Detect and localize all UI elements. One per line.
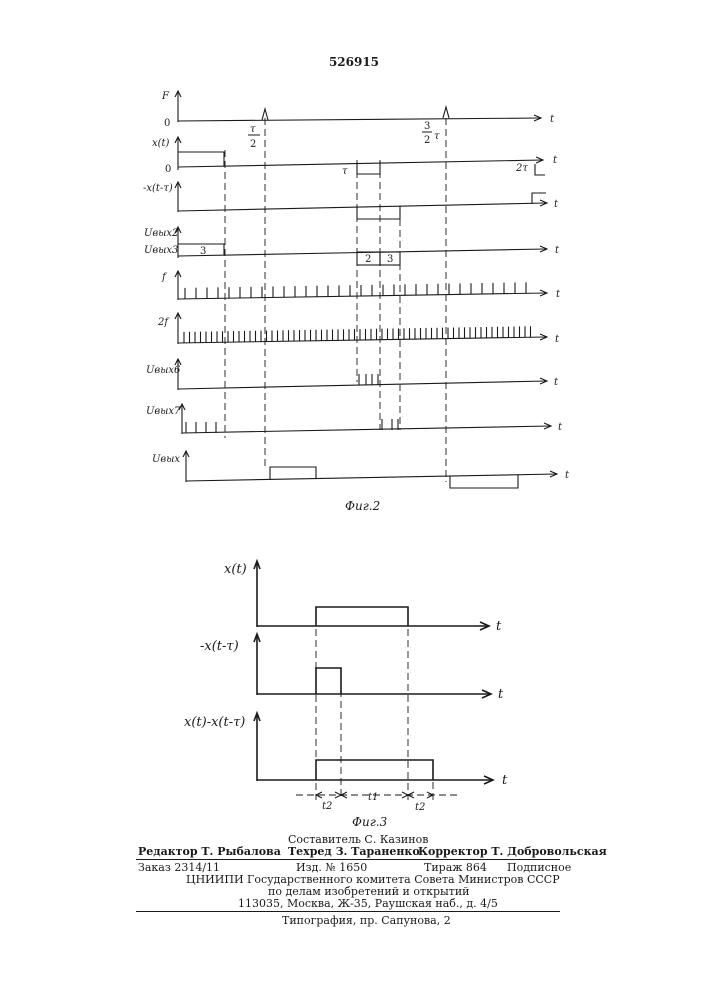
label-t: t xyxy=(554,199,559,210)
label-t: t xyxy=(558,422,563,433)
marker-two-tau: 2τ xyxy=(515,163,528,174)
label-neg-x-shift: -x(t-τ) xyxy=(143,183,173,194)
row-u-out7: Uвых7 t xyxy=(146,404,563,434)
marker-three-half-num: 3 xyxy=(424,121,430,132)
footer-address: 113035, Москва, Ж-35, Раушская наб., д. … xyxy=(238,897,498,910)
marker-tau-half-den: 2 xyxy=(250,139,256,150)
footer-corrector: Корректор Т. Добровольская xyxy=(418,845,607,858)
signal-waveform xyxy=(316,607,408,626)
footer-techred: Техред З. Тараненко xyxy=(288,845,420,858)
signal-waveform xyxy=(535,164,545,175)
label-t: t xyxy=(556,289,561,300)
label-u-out7: Uвых7 xyxy=(146,406,181,417)
label-t: t xyxy=(550,114,555,125)
marker-three-half-tau: τ xyxy=(434,131,440,142)
label-t: t xyxy=(555,245,560,256)
footer-editor: Редактор Т. Рыбалова xyxy=(138,845,281,858)
axis-t xyxy=(178,293,546,299)
label-u-out: Uвых xyxy=(152,454,180,465)
patent-number: 526915 xyxy=(329,55,379,69)
label-t: t xyxy=(498,687,504,702)
label-x-t: x(t) xyxy=(152,138,170,149)
label-f: f xyxy=(161,272,168,283)
axis-t xyxy=(178,381,546,389)
segment-label: 3 xyxy=(200,246,206,257)
label-t: t xyxy=(555,334,560,345)
axis-t xyxy=(178,160,542,167)
marker-tau: τ xyxy=(342,166,348,177)
label-2f: 2f xyxy=(157,317,170,328)
row-x-t: x(t) 0 τ 2τ t xyxy=(152,137,558,177)
label-zero: 0 xyxy=(165,164,171,175)
label-t: t xyxy=(496,619,502,634)
fig2-caption: Фиг.2 xyxy=(345,499,380,513)
fig3-caption: Фиг.3 xyxy=(352,815,388,829)
row-F: F 0 t τ 2 3 2 τ xyxy=(161,91,555,150)
marker-three-half-den: 2 xyxy=(424,135,430,146)
fig2-guide-lines xyxy=(225,118,446,482)
row-u-out: Uвых t xyxy=(152,451,570,488)
label-u-out2: Uвых2 xyxy=(144,228,178,239)
signal-waveform xyxy=(316,668,341,694)
label-x-t: x(t) xyxy=(224,562,247,577)
axis-t xyxy=(186,474,556,481)
footer-printer: Типография, пр. Сапунова, 2 xyxy=(282,914,451,927)
label-u-out6: Uвых6 xyxy=(146,365,181,376)
marker-tau-half-num: τ xyxy=(250,124,256,135)
label-t: t xyxy=(565,470,570,481)
fig3-dimensions: t2 t1 t2 xyxy=(296,792,460,813)
signal-waveform xyxy=(450,475,518,488)
label-zero: 0 xyxy=(164,118,170,129)
row-u-out2-3: Uвых2 Uвых3 3 2 3 t xyxy=(144,227,560,265)
row-f: f t xyxy=(161,271,561,300)
fig3-row-neg-x-shift: -x(t-τ) t xyxy=(200,634,504,702)
fig3-row-x-t: x(t) t xyxy=(224,561,502,634)
dim-t1: t1 xyxy=(368,792,378,803)
label-F: F xyxy=(161,91,170,102)
row-neg-x-shift: -x(t-τ) t xyxy=(143,182,559,219)
fig2: F 0 t τ 2 3 2 τ x(t) 0 τ 2τ t xyxy=(143,91,570,513)
footer-divider xyxy=(136,859,560,860)
signal-waveform xyxy=(532,193,546,204)
dim-t2-right: t2 xyxy=(415,802,425,813)
label-t: t xyxy=(553,155,558,166)
axis-t xyxy=(178,203,546,211)
pulse-spike xyxy=(443,107,449,118)
label-t: t xyxy=(554,377,559,388)
dim-t2-left: t2 xyxy=(322,801,332,812)
row-2f: 2f t xyxy=(157,313,560,345)
label-neg-x-shift: -x(t-τ) xyxy=(200,639,239,654)
signal-waveform xyxy=(357,206,400,219)
signal-waveform xyxy=(270,467,316,479)
axis-t xyxy=(182,426,550,433)
label-u-out3: Uвых3 xyxy=(144,245,178,256)
fig3-row-diff: x(t)-x(t-τ) t xyxy=(184,713,508,788)
signal-waveform xyxy=(316,760,433,780)
label-diff: x(t)-x(t-τ) xyxy=(184,715,245,730)
label-t: t xyxy=(502,773,508,788)
fig3: x(t) t -x(t-τ) t x(t)-x(t-τ) t xyxy=(184,561,508,829)
segment-label: 2 xyxy=(365,254,371,265)
row-u-out6: Uвых6 t xyxy=(146,359,559,390)
signal-waveform xyxy=(178,152,224,166)
footer-divider xyxy=(136,911,560,912)
axis-t xyxy=(178,118,540,121)
segment-label: 3 xyxy=(387,254,393,265)
